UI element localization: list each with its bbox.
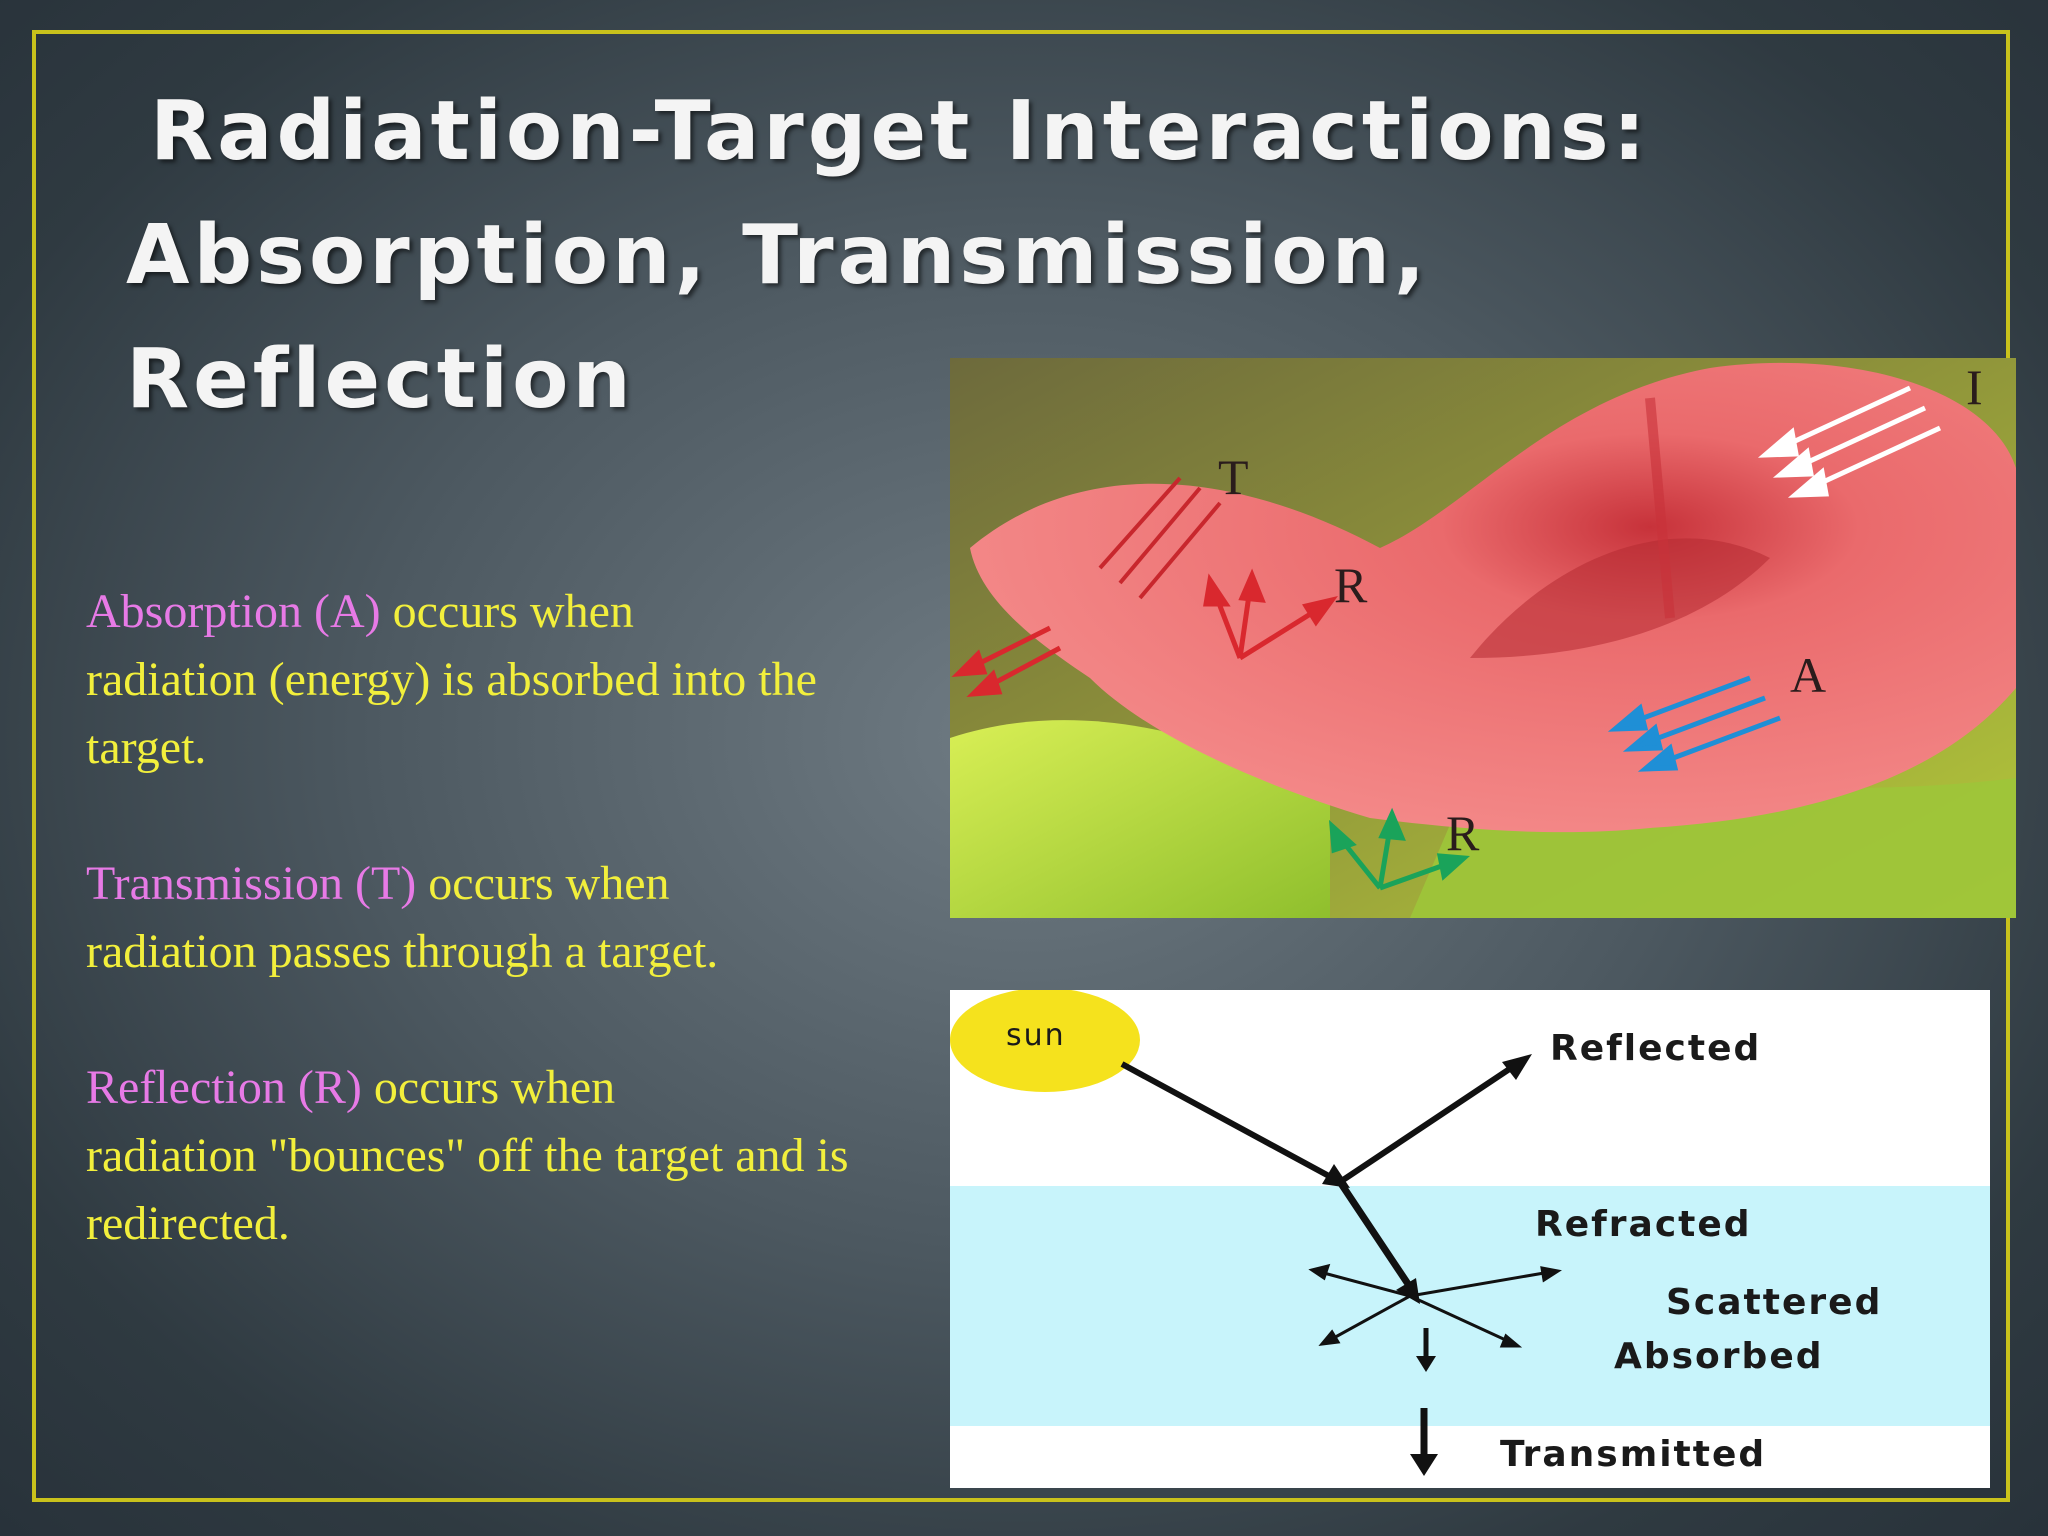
absorption-term: Absorption (A) xyxy=(86,585,381,638)
label-transmission: T xyxy=(1218,449,1249,505)
absorbed-label: Absorbed xyxy=(1614,1336,1824,1377)
transmission-definition: Transmission (T) occurs when radiation p… xyxy=(86,850,946,986)
incident-ray xyxy=(1120,1061,1342,1185)
transmitted-arrows-left xyxy=(951,625,1062,698)
refracted-label: Refracted xyxy=(1535,1204,1752,1245)
reflected-ray xyxy=(1338,1059,1522,1185)
flower-center xyxy=(1470,538,1770,658)
reflection-term: Reflection (R) xyxy=(86,1061,362,1114)
incident-arrows xyxy=(1757,385,1942,498)
title-line-1: Radiation-Target Interactions: xyxy=(150,84,1650,179)
sun-label: sun xyxy=(1006,1018,1066,1053)
reflection-definition: Reflection (R) occurs when radiation "bo… xyxy=(86,1054,946,1258)
reflection-arrows-lower xyxy=(1328,807,1470,891)
label-reflection-upper: R xyxy=(1334,557,1368,613)
transmission-lines xyxy=(1098,476,1222,600)
leaf-left xyxy=(950,720,1330,918)
transmitted-label: Transmitted xyxy=(1500,1434,1767,1475)
reflection-arrows-upper xyxy=(1203,568,1338,661)
transmission-description: radiation passes through a target. xyxy=(86,925,719,978)
medium-layer xyxy=(950,1186,1990,1426)
absorption-arrows xyxy=(1607,675,1781,772)
diagram-graphics xyxy=(950,990,1990,1476)
definitions-text: Absorption (A) occurs when radiation (en… xyxy=(86,578,946,1326)
refracted-ray xyxy=(1337,1180,1415,1292)
absorption-definition: Absorption (A) occurs when radiation (en… xyxy=(86,578,946,782)
scattered-rays xyxy=(1308,1263,1562,1348)
label-incident: I xyxy=(1966,359,1983,415)
interaction-diagram: sun Reflected Refracted Scattered Absorb… xyxy=(950,990,1990,1488)
sun-shape xyxy=(950,990,1140,1092)
slide-title: Radiation-Target Interactions: Absorptio… xyxy=(90,70,1970,442)
label-absorption: A xyxy=(1790,647,1827,703)
reflection-description: radiation "bounces" off the target and i… xyxy=(86,1129,849,1250)
absorption-occurs: occurs when xyxy=(380,585,634,638)
hibiscus-petals xyxy=(970,362,2016,833)
flower-illustration xyxy=(950,358,2016,918)
scattered-label: Scattered xyxy=(1666,1282,1883,1323)
reflection-occurs: occurs when xyxy=(361,1061,616,1114)
transmission-term: Transmission (T) xyxy=(86,857,417,910)
absorption-description: radiation (energy) is absorbed into the … xyxy=(86,653,817,774)
flower-photo: I T R A R xyxy=(950,358,2016,918)
title-line-2: Absorption, Transmission, Reflection xyxy=(126,208,1430,427)
reflected-label: Reflected xyxy=(1550,1028,1762,1069)
label-reflection-lower: R xyxy=(1446,805,1480,861)
transmission-occurs: occurs when xyxy=(416,857,670,910)
